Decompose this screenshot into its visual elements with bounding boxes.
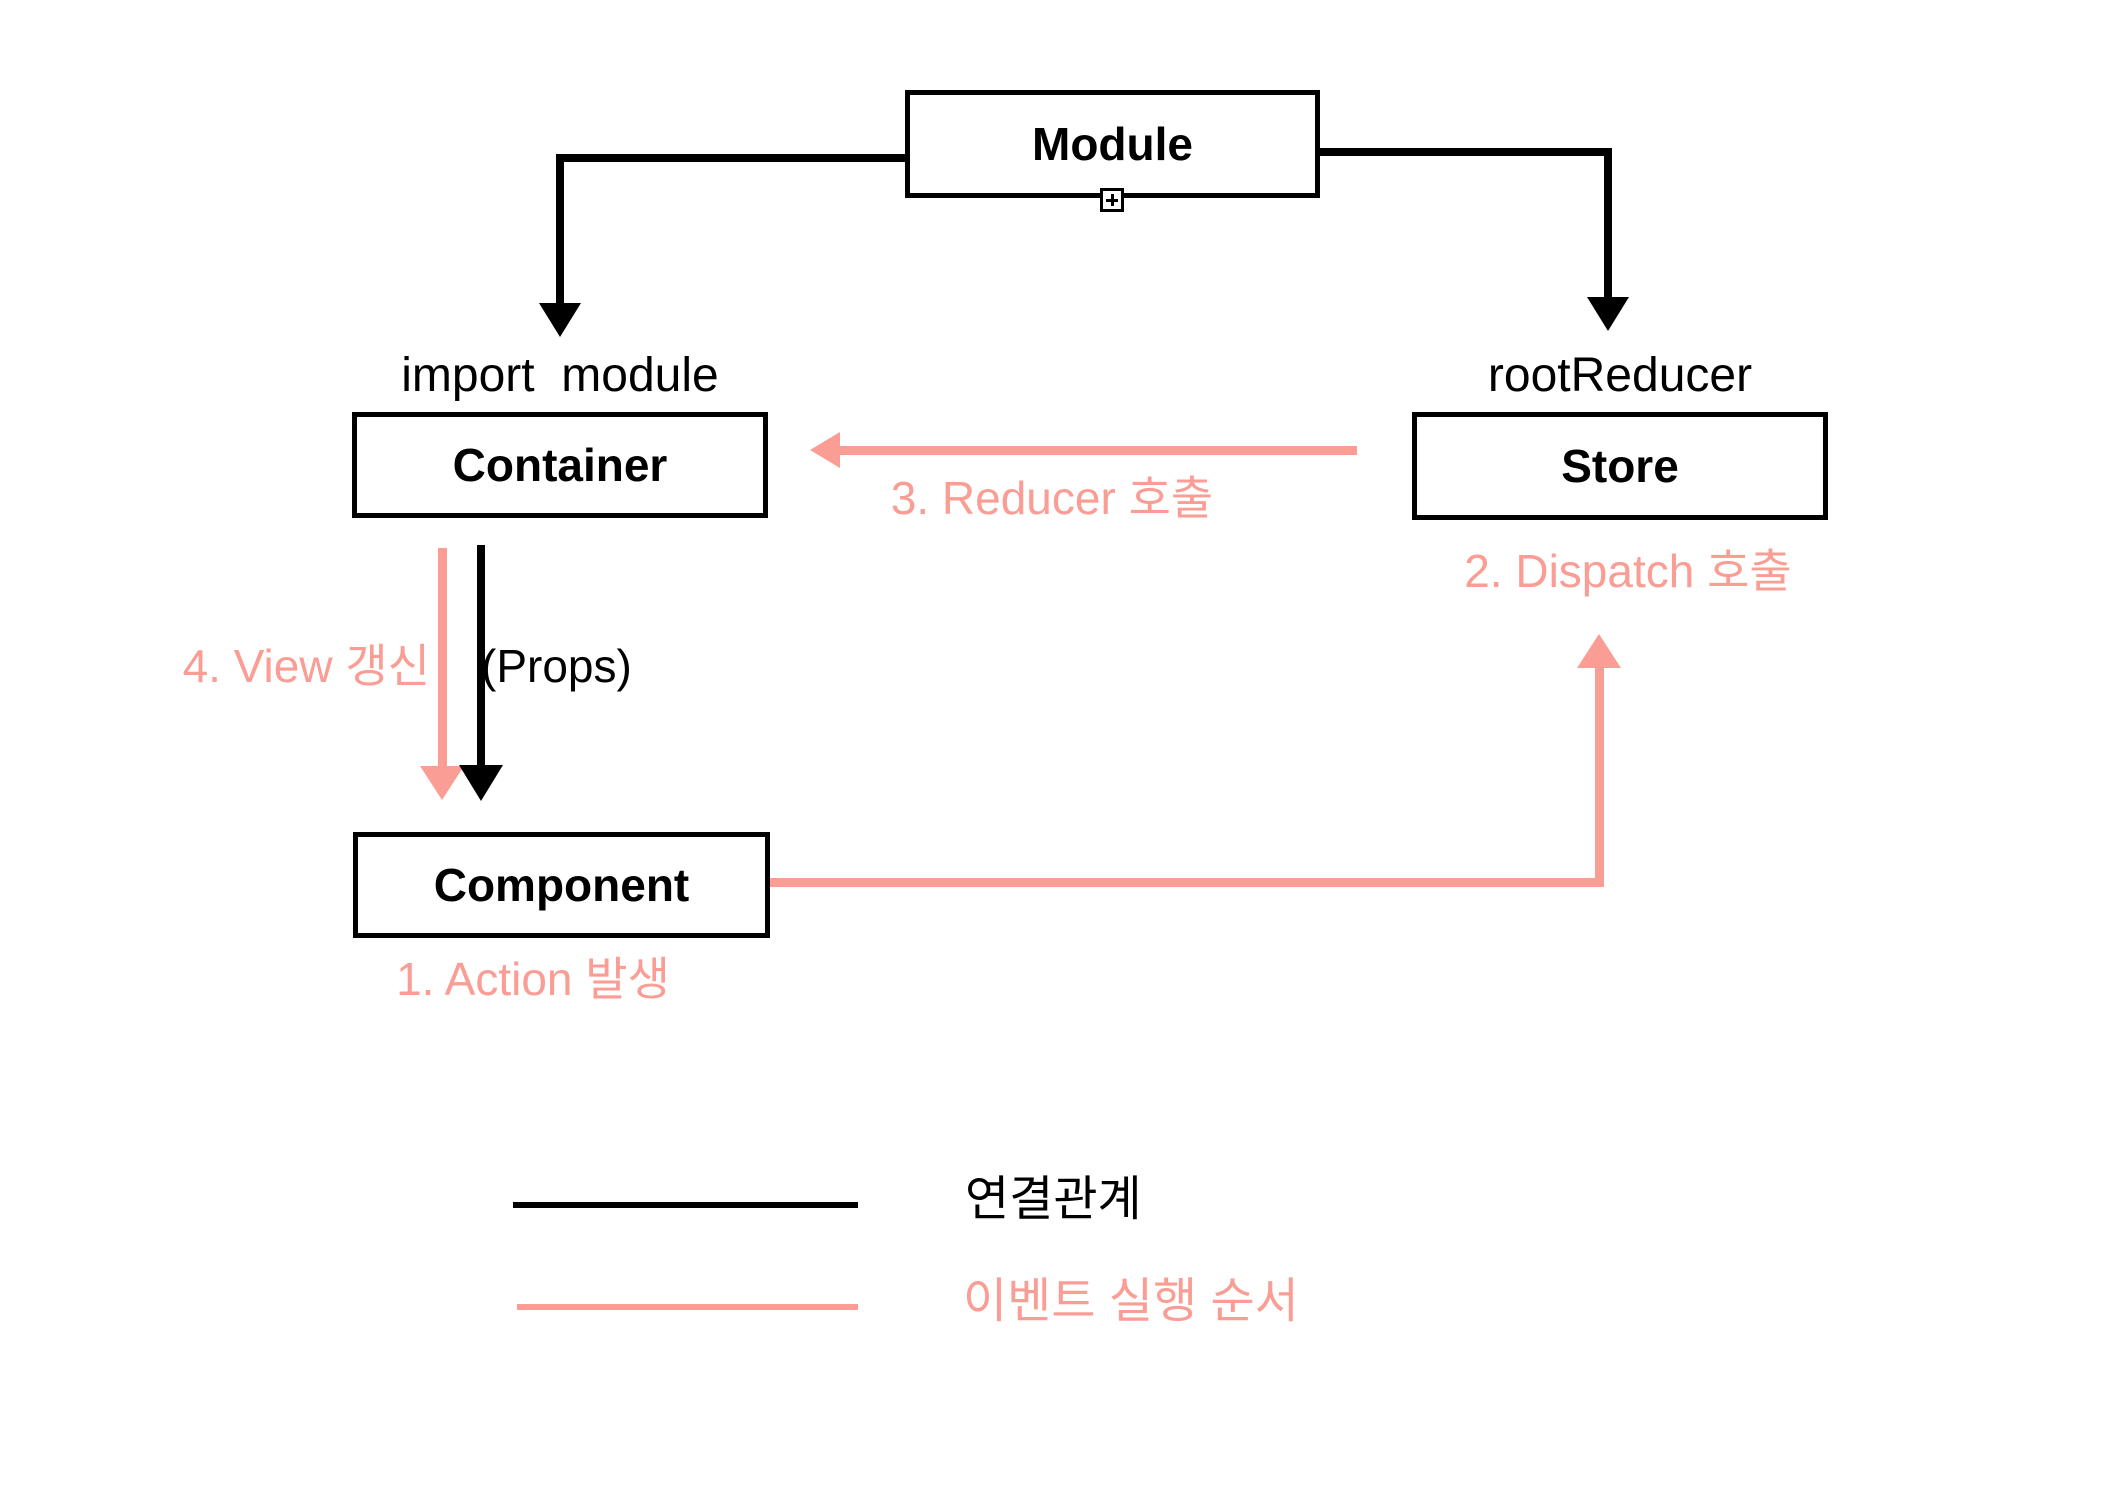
edge-store-container-line [836, 446, 1357, 455]
node-container-label: Container [452, 439, 668, 491]
node-component[interactable]: Component [353, 832, 770, 938]
expand-plus-icon[interactable] [1100, 188, 1124, 212]
legend-connection-label: 연결관계 [965, 1173, 1142, 1226]
container-annotation: import module [401, 349, 719, 402]
edge-module-store-vline [1604, 148, 1612, 300]
node-component-label: Component [433, 859, 690, 911]
edge-label-props: (Props) [481, 640, 632, 692]
node-store[interactable]: Store [1412, 412, 1828, 520]
edge-component-store-hline [770, 878, 1604, 887]
edge-container-component-view-line [438, 548, 447, 770]
arrowhead-down-icon [459, 765, 503, 801]
edge-label-dispatch: 2. Dispatch 호출 [1464, 545, 1792, 597]
store-annotation: rootReducer [1487, 349, 1753, 402]
edge-label-reducer: 3. Reducer 호출 [890, 472, 1214, 524]
edge-component-store-vline [1595, 666, 1604, 887]
edge-label-action: 1. Action 발생 [396, 953, 670, 1005]
arrowhead-down-icon [420, 766, 464, 800]
arrowhead-down-icon [539, 303, 581, 337]
arrowhead-up-icon [1577, 634, 1621, 668]
edge-module-container-hline [556, 154, 905, 162]
node-module[interactable]: Module [905, 90, 1320, 198]
arrowhead-left-icon [810, 432, 840, 468]
arrowhead-down-icon [1587, 297, 1629, 331]
node-module-label: Module [1032, 118, 1193, 170]
legend-event-label: 이벤트 실행 순서 [963, 1275, 1299, 1328]
legend-event-line-swatch [517, 1304, 858, 1310]
legend-connection-line-swatch [513, 1202, 858, 1208]
node-container[interactable]: Container [352, 412, 768, 518]
node-store-label: Store [1561, 440, 1679, 492]
edge-label-view: 4. View 갱신 [182, 640, 430, 692]
edge-container-component-props-line [477, 545, 485, 770]
edge-module-container-vline [556, 154, 564, 306]
edge-module-store-hline [1320, 148, 1612, 156]
